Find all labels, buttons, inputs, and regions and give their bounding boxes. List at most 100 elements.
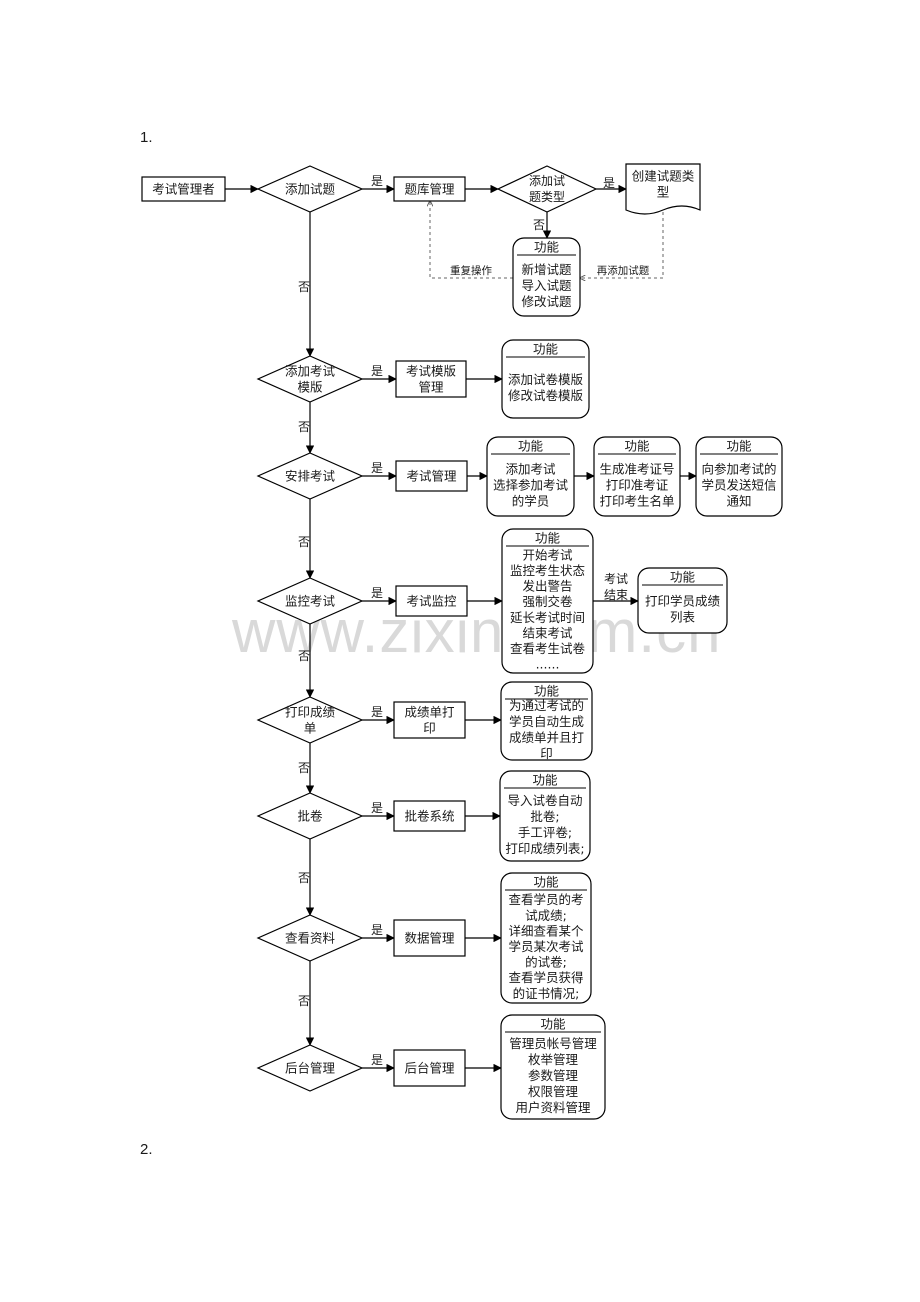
decision-4 — [256, 696, 364, 744]
section-marker-1: 1. — [140, 129, 153, 146]
no-label-4: 否 — [298, 761, 310, 775]
function-box-2-1-header: 功能 — [624, 439, 650, 454]
function-box-0-0 — [512, 237, 581, 317]
document-create-type-text-line: 创建试题类 — [632, 169, 695, 184]
function-box-7-0-items-line: 用户资料管理 — [515, 1100, 591, 1115]
function-box-3-1 — [637, 567, 728, 634]
document-create-type-text-line: 型 — [657, 185, 670, 200]
no-label-1: 否 — [298, 420, 310, 434]
section-marker-2: 2. — [140, 1141, 153, 1158]
process-7-text-line: 后台管理 — [404, 1061, 455, 1076]
function-box-5-0 — [499, 770, 591, 862]
function-box-2-2-items-line: 学员发送短信 — [701, 478, 776, 493]
function-box-1-0 — [501, 339, 590, 419]
start-node-text: 考试管理者 — [152, 182, 215, 197]
decision-7 — [256, 1044, 364, 1092]
process-5-text-line: 批卷系统 — [404, 809, 454, 824]
function-box-3-0-items-line: 延长考试时间 — [510, 610, 585, 625]
decision-2-text-line: 安排考试 — [285, 469, 336, 484]
yes-label-1: 是 — [371, 364, 383, 378]
no-label-3: 否 — [298, 649, 310, 663]
decision-5 — [256, 792, 364, 840]
process-3 — [395, 585, 468, 617]
node-layer: 考试管理者添加试题是题库管理否添加考试模版是考试模版管理否安排考试是考试管理否监… — [141, 163, 783, 1120]
function-box-2-1-items-line: 生成准考证号 — [599, 462, 674, 477]
function-box-3-1-items-line: 打印学员成绩 — [645, 594, 721, 609]
function-box-4-0-items-line: 印 — [540, 746, 553, 761]
function-box-0-0-items-line: 导入试题 — [521, 278, 572, 293]
function-box-3-0-items: 开始考试监控考生状态发出警告强制交卷延长考试时间结束考试查看考生试卷...... — [510, 547, 586, 671]
yes-label-3: 是 — [371, 586, 383, 600]
decision-6-text-line: 查看资料 — [285, 931, 336, 946]
start-node — [141, 176, 226, 202]
decision-5-text-line: 批卷 — [297, 809, 323, 824]
process-4-text-line: 成绩单打 — [404, 705, 454, 720]
function-box-6-0 — [500, 872, 592, 1004]
decision-6-text: 查看资料 — [285, 931, 336, 946]
function-box-2-0-items-line: 选择参加考试 — [493, 478, 569, 493]
function-box-5-0-items-line: 导入试卷自动 — [507, 793, 582, 808]
yes-label-sub: 是 — [603, 176, 615, 190]
loop-label-repeat: 重复操作 — [450, 264, 492, 277]
function-box-7-0-header: 功能 — [540, 1017, 566, 1032]
function-box-7-0-items-line: 枚举管理 — [528, 1052, 579, 1067]
decision-0-text: 添加试题 — [285, 182, 336, 197]
function-box-0-0-items-line: 新增试题 — [521, 262, 572, 277]
decision-0 — [256, 165, 364, 213]
yes-label-6: 是 — [371, 923, 383, 937]
function-box-2-2-items-line: 向参加考试的 — [701, 462, 776, 477]
function-box-4-0 — [500, 681, 593, 761]
function-box-3-1-header: 功能 — [670, 570, 696, 585]
process-4-text-line: 印 — [423, 721, 436, 736]
function-box-5-0-items-line: 手工评卷; — [518, 825, 572, 840]
process-7 — [393, 1049, 466, 1087]
function-box-5-0-header: 功能 — [532, 773, 558, 788]
decision-5-text: 批卷 — [297, 809, 323, 824]
function-box-6-0-header: 功能 — [533, 875, 559, 890]
process-2-text-line: 考试管理 — [406, 469, 457, 484]
decision-0-text-line: 添加试题 — [285, 182, 336, 197]
function-box-3-0-items-line: 结束考试 — [522, 625, 573, 640]
function-box-6-0-items-line: 的证书情况; — [513, 986, 580, 1001]
sub-decision-0 — [496, 165, 598, 213]
function-box-3-0-items-line: 监控考生状态 — [510, 563, 585, 578]
function-box-1-0-items-line: 添加试卷模版 — [508, 372, 584, 387]
decision-1-text-line: 模版 — [297, 380, 323, 395]
function-box-3-0 — [501, 528, 594, 674]
function-box-5-0-items-line: 打印成绩列表; — [505, 841, 584, 856]
function-box-6-0-items-line: 学员某次考试 — [508, 939, 584, 954]
connector-layer — [225, 184, 697, 1073]
function-box-0-0-header: 功能 — [534, 240, 560, 255]
no-label-2: 否 — [298, 535, 310, 549]
no-label-0: 否 — [298, 280, 310, 294]
process-0-text: 题库管理 — [404, 182, 455, 197]
function-box-2-1 — [593, 436, 681, 517]
function-box-4-0-header: 功能 — [534, 684, 560, 699]
transition-label-exam-end-line: 结束 — [604, 588, 628, 602]
function-box-2-2 — [695, 436, 783, 517]
function-box-1-0-items-line: 修改试卷模版 — [508, 388, 584, 403]
function-box-0-0-items-line: 修改试题 — [521, 294, 572, 309]
no-label-6: 否 — [298, 994, 310, 1008]
decision-7-text-line: 后台管理 — [285, 1061, 336, 1076]
process-0-text-line: 题库管理 — [404, 182, 455, 197]
process-7-text: 后台管理 — [404, 1061, 455, 1076]
loop-label-add-again: 再添加试题 — [597, 264, 650, 277]
decision-3 — [256, 577, 364, 625]
process-2-text: 考试管理 — [406, 469, 457, 484]
yes-label-5: 是 — [371, 801, 383, 815]
sub-decision-0-text-line: 题类型 — [529, 190, 565, 204]
function-box-2-0-header: 功能 — [518, 439, 544, 454]
